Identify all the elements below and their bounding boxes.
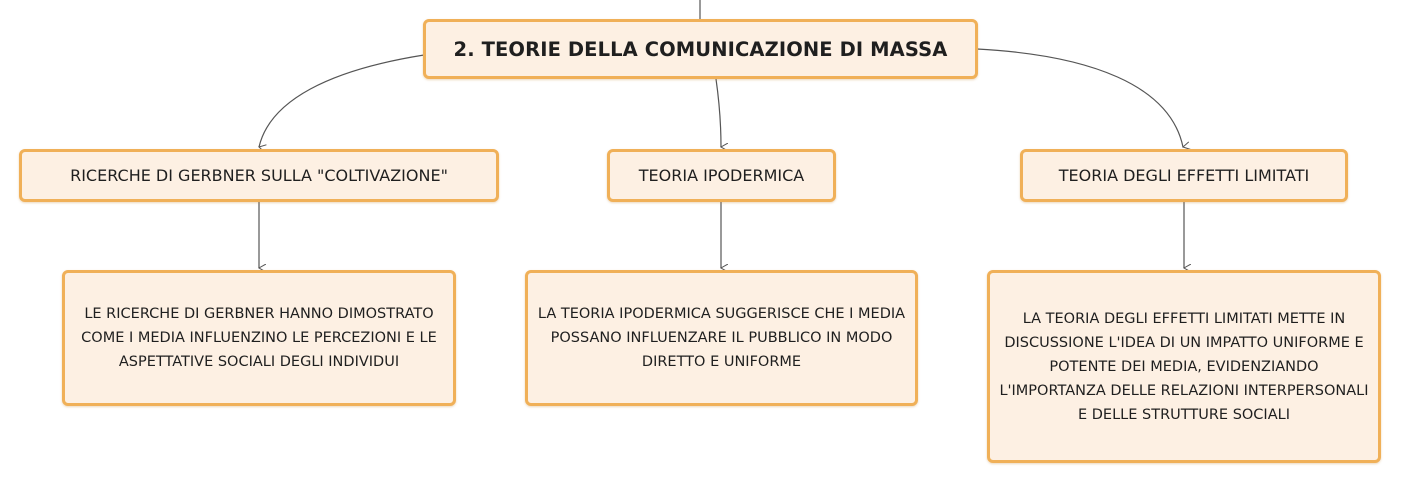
detail-node-gerbner[interactable]: LE RICERCHE DI GERBNER HANNO DIMOSTRATO …: [62, 270, 456, 406]
topic-node-ipodermica[interactable]: TEORIA IPODERMICA: [607, 149, 836, 202]
detail-node-text: LE RICERCHE DI GERBNER HANNO DIMOSTRATO …: [81, 306, 437, 370]
detail-node-text: LA TEORIA DEGLI EFFETTI LIMITATI METTE I…: [999, 310, 1369, 423]
topic-node-label: TEORIA DEGLI EFFETTI LIMITATI: [1058, 166, 1310, 185]
detail-node-text: LA TEORIA IPODERMICA SUGGERISCE CHE I ME…: [537, 306, 906, 370]
topic-node-effetti-limitati[interactable]: TEORIA DEGLI EFFETTI LIMITATI: [1020, 149, 1348, 202]
topic-node-label: RICERCHE DI GERBNER SULLA "COLTIVAZIONE": [70, 166, 448, 185]
connector-root-to-ipodermica: [715, 78, 721, 147]
connector-root-to-gerbner: [259, 54, 425, 147]
connector-root-to-effetti: [976, 48, 1183, 147]
root-node[interactable]: 2. TEORIE DELLA COMUNICAZIONE DI MASSA: [423, 19, 978, 79]
detail-node-effetti-limitati[interactable]: LA TEORIA DEGLI EFFETTI LIMITATI METTE I…: [987, 270, 1381, 463]
topic-node-gerbner[interactable]: RICERCHE DI GERBNER SULLA "COLTIVAZIONE": [19, 149, 499, 202]
topic-node-label: TEORIA IPODERMICA: [638, 166, 805, 185]
root-node-label: 2. TEORIE DELLA COMUNICAZIONE DI MASSA: [453, 37, 948, 61]
detail-node-ipodermica[interactable]: LA TEORIA IPODERMICA SUGGERISCE CHE I ME…: [525, 270, 918, 406]
